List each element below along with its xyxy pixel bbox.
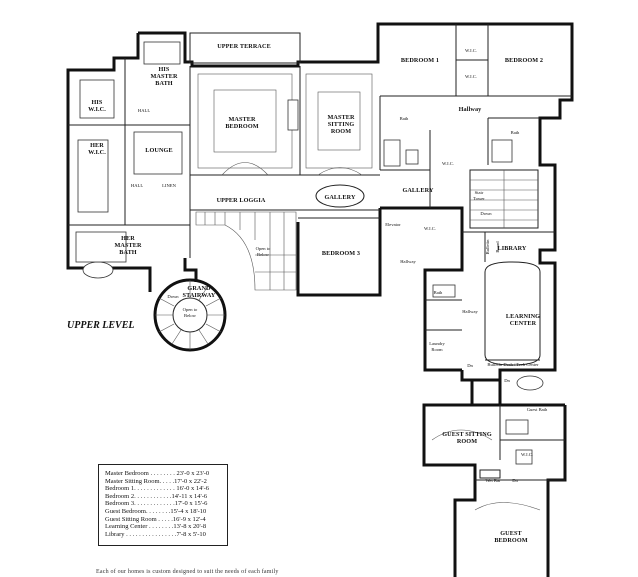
label-wic-guest: W.I.C. bbox=[521, 452, 533, 457]
gallery-oval bbox=[315, 184, 365, 208]
label-lounge: LOUNGE bbox=[145, 147, 172, 154]
label-his-wic-1: HIS bbox=[92, 99, 103, 106]
label-upper-loggia: UPPER LOGGIA bbox=[217, 197, 266, 204]
legend-row: Master Bedroom . . . . . . . . 23'-0 x 2… bbox=[105, 470, 210, 477]
label-open-below-stair-2: Below bbox=[184, 313, 197, 318]
label-hallway-lower: Hallway bbox=[462, 309, 478, 314]
learning-center-outline bbox=[484, 261, 541, 366]
label-bedroom-1: BEDROOM 1 bbox=[401, 57, 439, 64]
label-bedroom-3: BEDROOM 3 bbox=[322, 250, 360, 257]
label-her-master-bath-3: BATH bbox=[119, 249, 137, 256]
label-bulletin-board-2: Board bbox=[495, 241, 500, 253]
label-master-sitting-3: ROOM bbox=[331, 128, 351, 135]
level-title: UPPER LEVEL bbox=[67, 320, 135, 331]
label-elevator: Elevator bbox=[385, 222, 401, 227]
label-dn-1: Dn bbox=[467, 363, 473, 368]
label-guest-bedroom-2: BEDROOM bbox=[494, 537, 527, 544]
label-gallery-center: GALLERY bbox=[324, 194, 356, 201]
guest-bedroom-arch bbox=[474, 502, 541, 511]
label-open-below-center-2: Below bbox=[257, 252, 270, 257]
label-bath-mid: Bath bbox=[434, 290, 443, 295]
label-hall-1: HALL bbox=[138, 108, 150, 113]
label-guest-bath: Guest Bath bbox=[527, 407, 548, 412]
label-his-master-bath-1: HIS bbox=[159, 66, 170, 73]
legend-row: Learning Center . . . . . . . .13'-8 x 2… bbox=[105, 523, 207, 531]
label-laundry-1: Laundry bbox=[429, 341, 445, 346]
label-gallery-right: GALLERY bbox=[402, 187, 434, 194]
legend-row: Bedroom 1. . . . . . . . . . . . . 16'-0… bbox=[105, 485, 209, 493]
label-her-wic-2: W.I.C. bbox=[88, 149, 106, 156]
label-grand-stairway-2: STAIRWAY bbox=[183, 292, 216, 299]
label-guest-sitting-2: ROOM bbox=[457, 438, 477, 445]
upper-loggia-tiles bbox=[195, 211, 297, 291]
label-upper-terrace: UPPER TERRACE bbox=[217, 43, 271, 50]
label-bath-top-left: Bath bbox=[400, 116, 409, 121]
grand-stairway bbox=[153, 278, 227, 352]
label-her-wic-1: HER bbox=[90, 142, 104, 149]
label-his-master-bath-2: MASTER bbox=[150, 73, 178, 80]
label-stair-tower-1: Stair bbox=[475, 190, 484, 195]
label-master-bedroom-1: MASTER bbox=[228, 116, 256, 123]
label-his-wic-2: W.I.C. bbox=[88, 106, 106, 113]
label-her-master-bath-1: HER bbox=[121, 235, 135, 242]
footer-note: Each of our homes is custom designed to … bbox=[96, 569, 279, 575]
label-wic-b1: W.I.C. bbox=[465, 48, 477, 53]
stair-tower bbox=[469, 169, 539, 229]
legend-row: Guest Sitting Room . . . . .16'-9 x 12'-… bbox=[105, 515, 206, 523]
label-hallway-mid: Hallway bbox=[400, 259, 416, 264]
label-bedroom-2: BEDROOM 2 bbox=[505, 57, 543, 64]
label-open-below-stair-1: Open to bbox=[183, 307, 198, 312]
exterior-walls bbox=[66, 22, 574, 577]
interior-walls bbox=[68, 24, 572, 481]
label-laundry-2: Room bbox=[431, 347, 443, 352]
label-bulletin-desk: Bulletin Desk / Tech Center bbox=[487, 362, 539, 367]
label-bath-top-right: Bath bbox=[511, 130, 520, 135]
guest-sitting-arch bbox=[431, 429, 493, 441]
label-learning-center-1: LEARNING bbox=[506, 313, 540, 320]
label-dn-2: Dn bbox=[504, 378, 510, 383]
label-stair-tower-2: Tower bbox=[473, 196, 485, 201]
label-bulletin-board-1: Bulletin bbox=[485, 239, 490, 255]
label-learning-center-2: CENTER bbox=[510, 320, 537, 327]
legend-row: Library . . . . . . . . . . . . . . . .7… bbox=[105, 530, 206, 538]
legend-row: Bedroom 3. . . . . . . . . . . . .17'-0 … bbox=[105, 500, 208, 508]
label-open-below-center-1: Open to bbox=[256, 246, 271, 251]
label-master-bedroom-2: BEDROOM bbox=[225, 123, 258, 130]
legend-row: Guest Bedroom. . . . . . . .15'-4 x 18'-… bbox=[105, 507, 207, 515]
label-master-sitting-2: SITTING bbox=[328, 121, 355, 128]
label-grand-stairway-1: GRAND bbox=[187, 285, 211, 292]
label-master-sitting-1: MASTER bbox=[327, 114, 355, 121]
legend-row: Master Sitting Room. . . . .17'-0 x 22'-… bbox=[105, 477, 207, 485]
label-hallway-top: Hallway bbox=[459, 106, 483, 113]
label-wic-b3: W.I.C. bbox=[424, 226, 436, 231]
upper-terrace bbox=[189, 32, 301, 64]
label-wic-mid: W.I.C. bbox=[442, 161, 454, 166]
label-library: LIBRARY bbox=[497, 245, 526, 252]
label-dn-guest: Dn bbox=[512, 478, 518, 483]
label-guest-sitting-1: GUEST SITTING bbox=[442, 431, 492, 438]
label-wic-b2: W.I.C. bbox=[465, 74, 477, 79]
label-linen: LINEN bbox=[162, 183, 176, 188]
room-dimensions-legend: Master Bedroom . . . . . . . . 23'-0 x 2… bbox=[98, 464, 228, 546]
label-his-master-bath-3: BATH bbox=[155, 80, 173, 87]
legend-row: Bedroom 2. . . . . . . . . . . .14'-11 x… bbox=[105, 492, 208, 500]
label-wet-bar: Wet Bar bbox=[485, 478, 501, 483]
label-her-master-bath-2: MASTER bbox=[114, 242, 142, 249]
wet-bar-counter bbox=[479, 469, 501, 479]
label-down-stair: Down bbox=[480, 211, 492, 216]
label-hall-2: HALL bbox=[131, 183, 143, 188]
room-labels: UPPER TERRACE HIS MASTER BATH HIS W.I.C.… bbox=[88, 43, 548, 544]
label-down-grand: Down bbox=[167, 294, 179, 299]
master-suite-details bbox=[197, 73, 373, 176]
bath-fixtures bbox=[75, 41, 544, 465]
label-guest-bedroom-1: GUEST bbox=[500, 530, 522, 537]
